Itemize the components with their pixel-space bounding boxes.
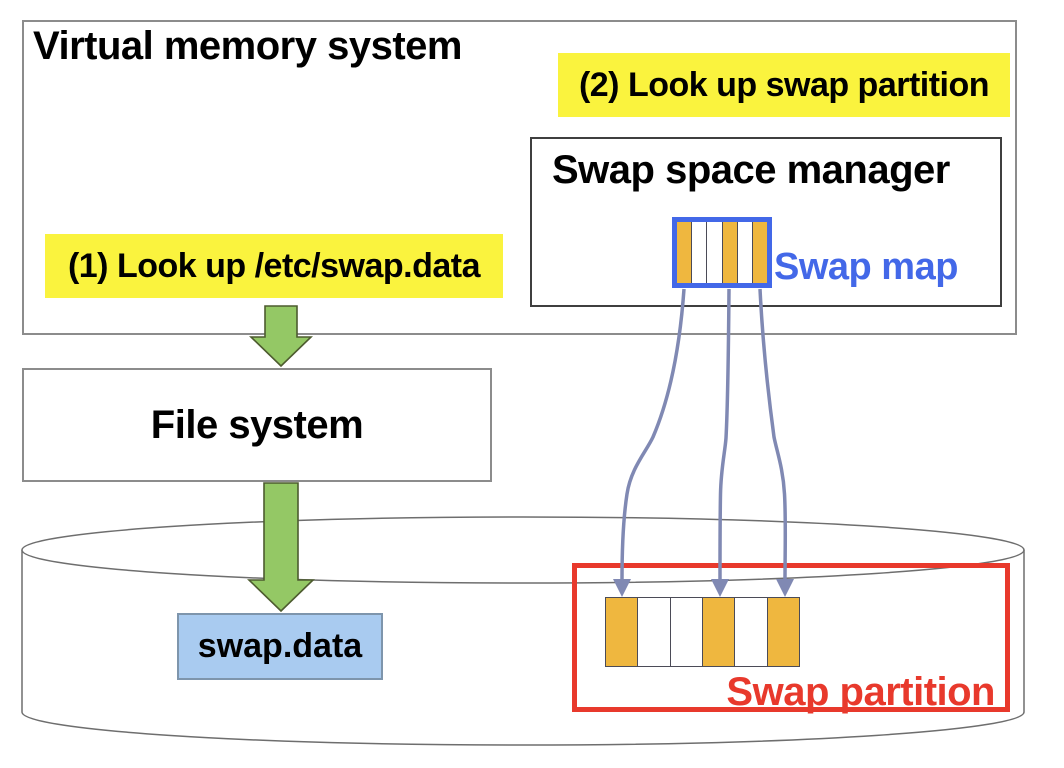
connector-arrowhead-icon (776, 579, 794, 597)
file-system-box: File system (22, 368, 492, 482)
cell-used (606, 598, 639, 666)
down-arrow-icon (249, 305, 313, 368)
swap-partition-cells (605, 597, 800, 667)
swap-data-file-box: swap.data (177, 613, 383, 680)
virtual-memory-system-title: Virtual memory system (33, 24, 462, 68)
cell-free (692, 222, 708, 283)
swap-partition-label: Swap partition (726, 670, 995, 714)
down-arrow-icon (247, 482, 315, 613)
swap-map-cells (672, 217, 772, 288)
cell-used (677, 222, 693, 283)
cell-used (767, 598, 799, 666)
swap-map-connector-arrow (758, 288, 788, 581)
swap-map-connector-arrow (620, 288, 686, 581)
cell-used (722, 222, 738, 283)
swap-partition-box: Swap partition (572, 563, 1010, 714)
cell-free (735, 598, 768, 666)
swap-map-connector-arrow (718, 288, 731, 581)
swap-map-label: Swap map (774, 246, 958, 288)
cell-free (670, 598, 703, 666)
step1-highlight-label: (1) Look up /etc/swap.data (45, 234, 503, 298)
cell-free (638, 598, 671, 666)
connector-arrowhead-icon (711, 579, 729, 597)
swap-space-manager-title: Swap space manager (552, 148, 950, 192)
cell-free (707, 222, 723, 283)
cell-used (752, 222, 768, 283)
connector-arrowhead-icon (613, 579, 631, 597)
cell-free (737, 222, 753, 283)
step2-highlight-label: (2) Look up swap partition (558, 53, 1010, 117)
cell-used (702, 598, 736, 666)
